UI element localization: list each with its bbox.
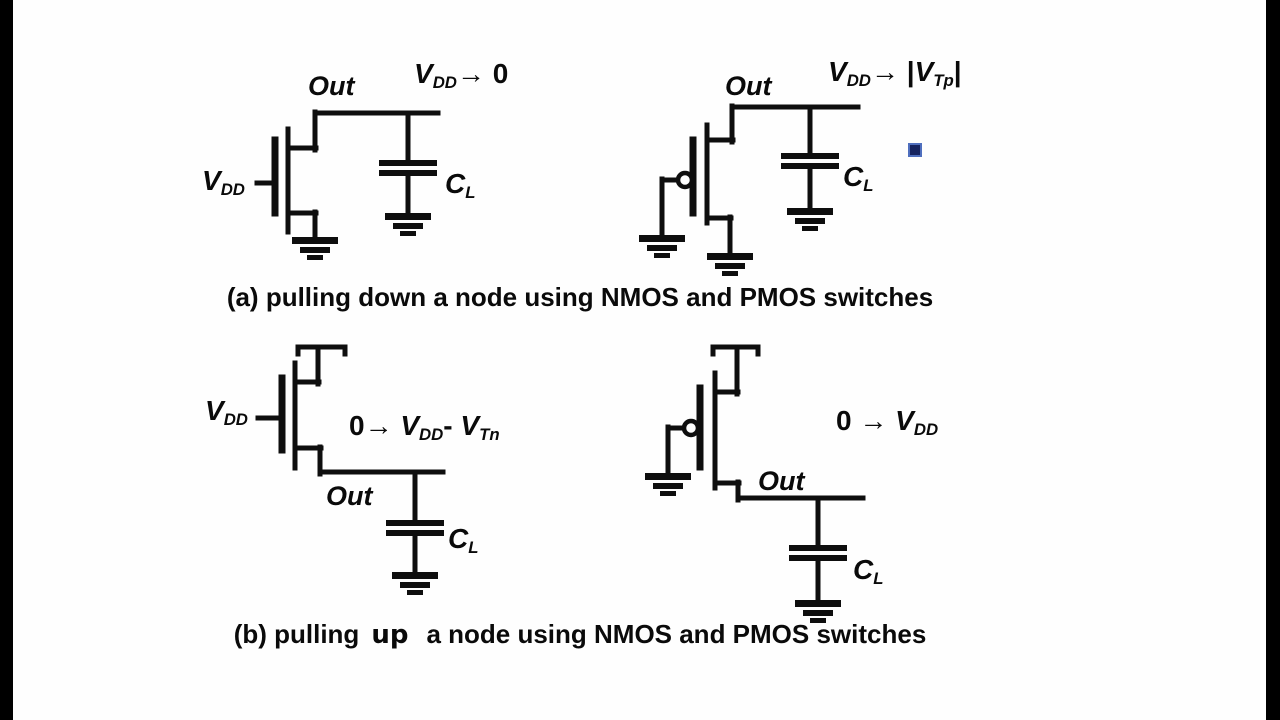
formula-segment: V	[202, 165, 221, 196]
formula-segment: L	[873, 569, 884, 589]
formula-segment: 0	[484, 58, 509, 89]
formula-segment: V	[914, 56, 934, 87]
source-ground	[707, 253, 753, 276]
formula-segment: →	[456, 58, 485, 89]
node-voltage-label: 0 → VDD	[836, 405, 939, 440]
formula-segment: →	[364, 410, 401, 441]
formula-segment: V	[895, 405, 914, 436]
cap-plate-top	[386, 520, 444, 526]
formula-segment: V	[414, 58, 433, 89]
cap-ground	[787, 208, 833, 231]
node-voltage-label: VDD→ 0	[414, 58, 509, 93]
supply-rail	[295, 344, 348, 357]
formula-segment: C	[445, 168, 466, 199]
formula-segment: →	[870, 56, 899, 87]
cap-plate-bottom	[379, 170, 437, 176]
source-ground	[292, 237, 338, 260]
gate-ground	[645, 473, 691, 496]
formula-segment: |	[953, 56, 962, 87]
letterbox-bar-right	[1266, 0, 1280, 720]
load-cap-label: CL	[448, 523, 479, 558]
formula-segment: |	[898, 56, 915, 87]
caption-b-prefix: (b) pulling	[233, 619, 360, 649]
gate-ground	[639, 235, 685, 258]
formula-segment: C	[448, 523, 469, 554]
nmos-pullup-circuit-svg	[255, 344, 446, 595]
formula-segment: 0	[349, 410, 365, 441]
blue-square-marker	[908, 143, 922, 157]
formula-segment: Tn	[479, 425, 500, 445]
cap-ground	[385, 213, 431, 236]
formula-segment: →	[851, 405, 896, 436]
formula-segment: V	[460, 410, 480, 441]
pmos-bubble-icon	[675, 170, 695, 190]
slide-canvas	[13, 0, 1266, 720]
formula-segment: DD	[432, 73, 457, 93]
formula-segment: C	[843, 161, 864, 192]
load-cap-label: CL	[853, 554, 884, 589]
cap-plate-bottom	[781, 163, 839, 169]
out-node-label: Out	[308, 71, 355, 101]
caption-b: (b) pulling up a node using NMOS and PMOS …	[180, 617, 980, 652]
nmos-pulldown-circuit-svg	[254, 109, 441, 260]
formula-segment: DD	[223, 410, 248, 430]
out-node-label: Out	[758, 466, 805, 496]
caption-b-emphasis: up	[371, 620, 409, 650]
node-voltage-label: VDD→ |VTp|	[828, 56, 962, 91]
formula-segment: C	[853, 554, 874, 585]
cap-plate-top	[789, 545, 847, 551]
formula-segment: Tp	[933, 71, 954, 91]
formula-segment: V	[205, 395, 224, 426]
formula-segment: DD	[913, 420, 939, 440]
formula-segment: DD	[419, 425, 444, 445]
formula-segment: DD	[220, 180, 245, 200]
out-node-label: Out	[725, 71, 772, 101]
cap-plate-bottom	[789, 555, 847, 561]
formula-segment: V	[828, 56, 847, 87]
pmos-pulldown-circuit-svg	[639, 103, 861, 276]
cap-plate-top	[379, 160, 437, 166]
load-cap-label: CL	[445, 168, 476, 203]
formula-segment: -	[443, 410, 461, 441]
gate-voltage-label: VDD	[202, 165, 245, 200]
formula-segment: L	[465, 183, 476, 203]
letterbox-bar-left	[0, 0, 13, 720]
node-voltage-label: 0→ VDD- VTn	[349, 410, 500, 445]
formula-segment: DD	[846, 71, 871, 91]
load-cap-label: CL	[843, 161, 874, 196]
caption-a: (a) pulling down a node using NMOS and P…	[180, 280, 980, 314]
cap-plate-top	[781, 153, 839, 159]
formula-segment: V	[400, 410, 420, 441]
cap-ground	[392, 572, 438, 595]
formula-segment: L	[468, 538, 479, 558]
out-node-label: Out	[326, 481, 373, 511]
pmos-pullup-circuit-svg	[645, 344, 866, 623]
formula-segment: L	[863, 176, 874, 196]
caption-b-suffix: a node using NMOS and PMOS switches	[426, 619, 927, 649]
cap-plate-bottom	[386, 530, 444, 536]
caption-a-text: (a) pulling down a node using NMOS and P…	[226, 282, 934, 312]
formula-segment: 0	[836, 405, 852, 436]
pmos-bubble-icon	[681, 418, 701, 438]
gate-voltage-label: VDD	[205, 395, 248, 430]
